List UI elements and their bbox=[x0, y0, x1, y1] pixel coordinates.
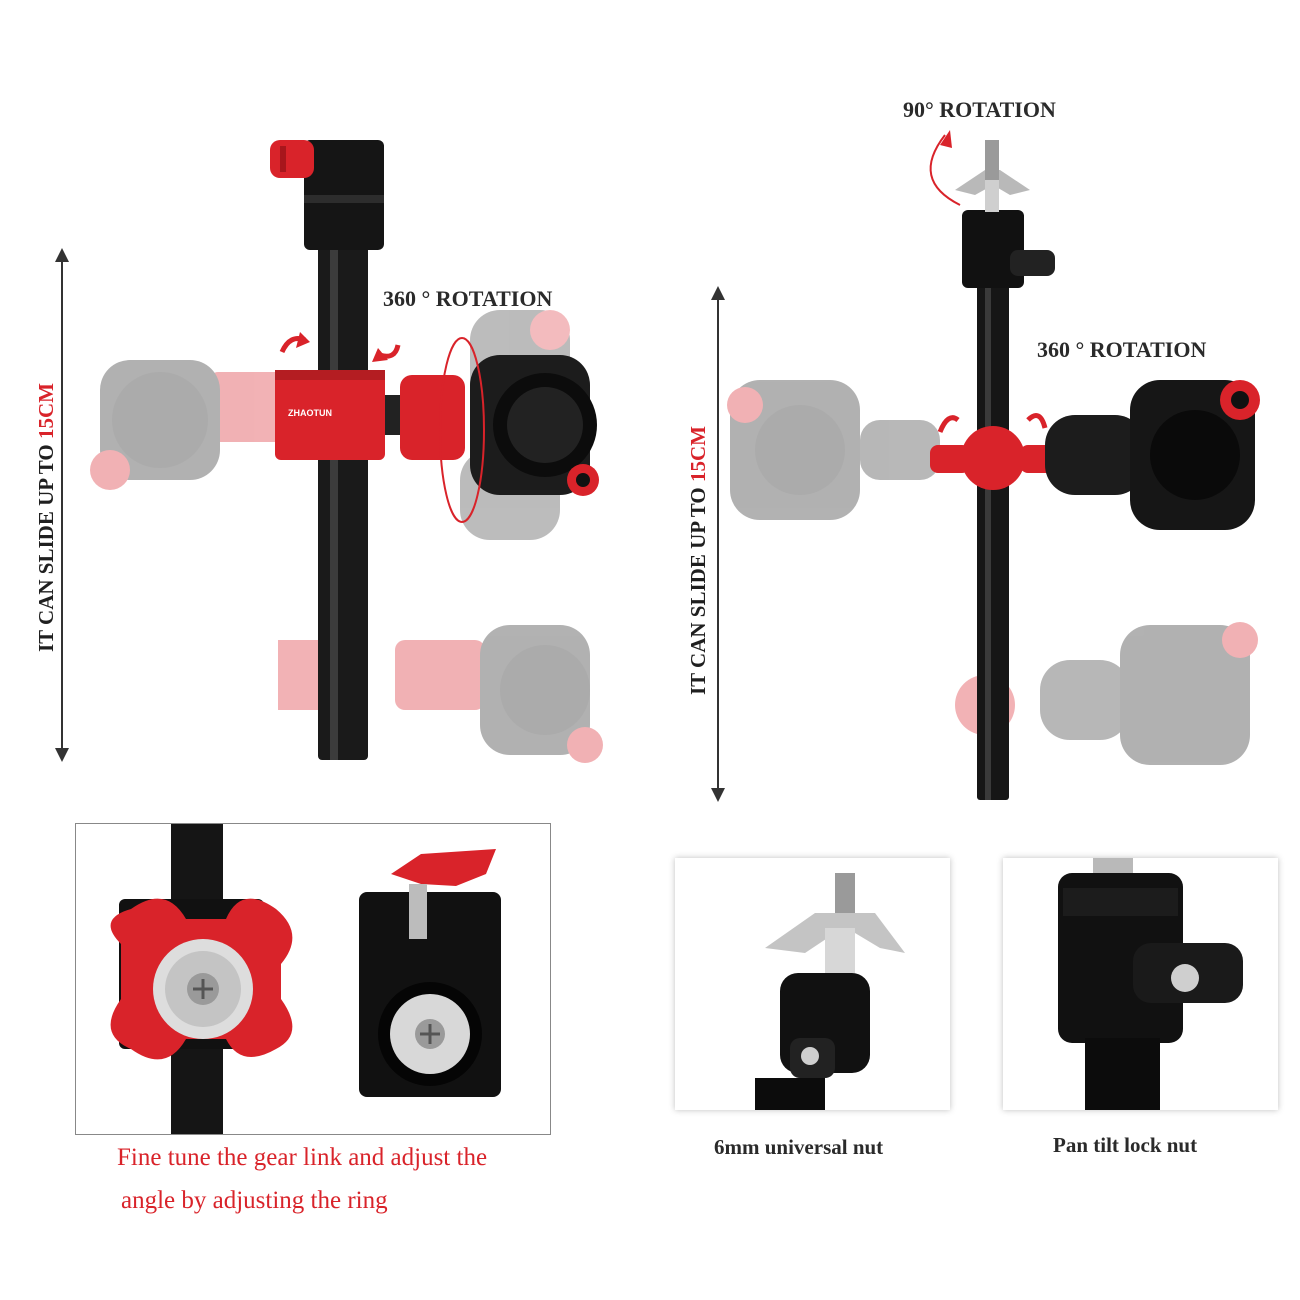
left-rotation-label: 360 ° ROTATION bbox=[383, 286, 553, 311]
left-brand-mark: ZHAOTUN bbox=[288, 408, 332, 418]
detail-locknut-caption: Pan tilt lock nut bbox=[1053, 1133, 1198, 1157]
left-product-illustration bbox=[55, 140, 603, 763]
detail-nut-panel bbox=[675, 858, 950, 1110]
left-slide-label-prefix: IT CAN SLIDE UP TO bbox=[34, 439, 58, 652]
detail-gear-panel bbox=[75, 823, 551, 1135]
left-slide-label: IT CAN SLIDE UP TO 15CM bbox=[34, 383, 59, 652]
left-slide-label-value: 15CM bbox=[34, 383, 58, 439]
pan-tilt-lock-nut-photo bbox=[1058, 858, 1243, 1110]
right-slide-label-prefix: IT CAN SLIDE UP TO bbox=[686, 482, 710, 695]
detail-gear-caption-line1: Fine tune the gear link and adjust the bbox=[117, 1144, 488, 1171]
gear-link-photo bbox=[110, 824, 501, 1134]
detail-locknut-panel bbox=[1003, 858, 1278, 1110]
right-rotation-label: 360 ° ROTATION bbox=[1037, 337, 1207, 362]
right-slide-label: IT CAN SLIDE UP TO 15CM bbox=[686, 426, 711, 695]
detail-nut-caption: 6mm universal nut bbox=[714, 1135, 884, 1159]
universal-nut-photo bbox=[755, 873, 905, 1110]
right-product-illustration bbox=[711, 130, 1260, 802]
detail-gear-caption-line2: angle by adjusting the ring bbox=[121, 1187, 388, 1214]
right-slide-label-value: 15CM bbox=[686, 426, 710, 482]
right-top-rotation-label: 90° ROTATION bbox=[903, 97, 1056, 122]
